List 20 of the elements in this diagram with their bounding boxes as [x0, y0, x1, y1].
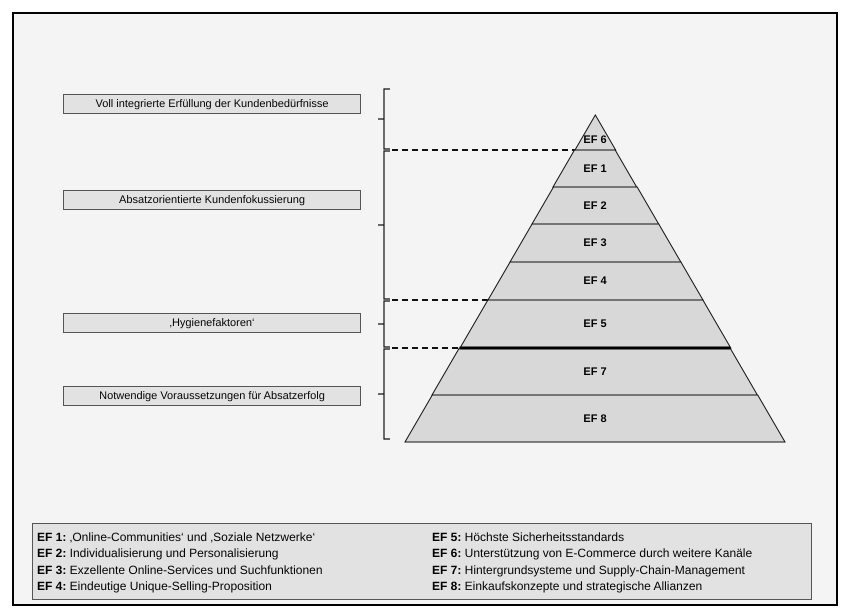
band-label: EF 5 [583, 316, 607, 332]
band-label: EF 4 [583, 274, 607, 289]
label-box: Absatzorientierte Kundenfokussierung [63, 190, 361, 210]
band-label: EF 6 [583, 132, 607, 148]
legend-text: EF 7: Hintergrundsysteme und Supply-Chain-Management [432, 562, 746, 578]
legend-text: EF 5: Höchste Sicherheitsstandards [432, 529, 626, 546]
legend-text: EF 6: Unterstützung von E-Commerce durch weitere Kanäle [432, 545, 754, 562]
band-label: EF 3 [583, 236, 607, 251]
band-label: EF 7 [583, 364, 607, 380]
legend-text: EF 1: ‚Online-Communities‘ und ‚Soziale Netzwerke‘ [37, 529, 316, 546]
band-label: EF 2 [583, 198, 607, 214]
legend-text: EF 3: Exzellente Online-Services und Suchfunktionen [37, 562, 324, 578]
band-label: EF 1 [583, 161, 607, 176]
legend-text: EF 2: Individualisierung und Personalisierung [37, 545, 280, 562]
label-box: ‚Hygienefaktoren‘ [63, 313, 361, 333]
legend-text: EF 8: Einkaufskonzepte und strategische Allianzen [432, 578, 704, 594]
legend-text: EF 4: Eindeutige Unique-Selling-Proposition [37, 578, 273, 594]
label-box: Notwendige Voraussetzungen für Absatzerfolg [63, 386, 361, 406]
label-box: Voll integrierte Erfüllung der Kundenbedürfnisse [63, 94, 361, 114]
band-label: EF 8 [583, 411, 607, 426]
